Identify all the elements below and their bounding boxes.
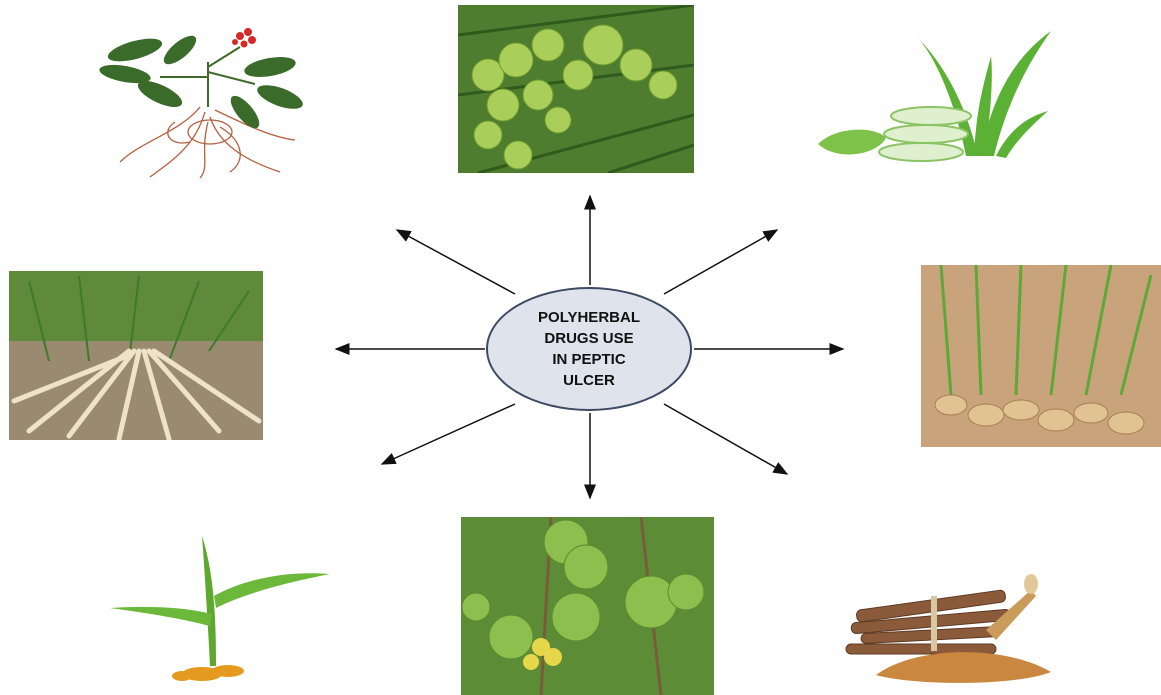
- center-ellipse: POLYHERBAL DRUGS USE IN PEPTIC ULCER: [486, 287, 692, 411]
- ginseng-root-image: [80, 22, 316, 180]
- arrow-down-left: [382, 404, 515, 464]
- shatavari-root-image: [9, 271, 263, 440]
- amla-fruit-image: [458, 5, 694, 173]
- arrow-up-left: [397, 230, 515, 294]
- arrow-up-right: [664, 230, 777, 294]
- ginger-rhizome-image: [921, 265, 1161, 447]
- licorice-root-powder-image: [836, 560, 1061, 688]
- center-label: POLYHERBAL DRUGS USE IN PEPTIC ULCER: [514, 307, 664, 391]
- arrow-down-right: [664, 404, 787, 474]
- bael-fruit-image: [461, 517, 714, 695]
- aloe-vera-image: [816, 26, 1056, 166]
- turmeric-plant-image: [110, 536, 332, 686]
